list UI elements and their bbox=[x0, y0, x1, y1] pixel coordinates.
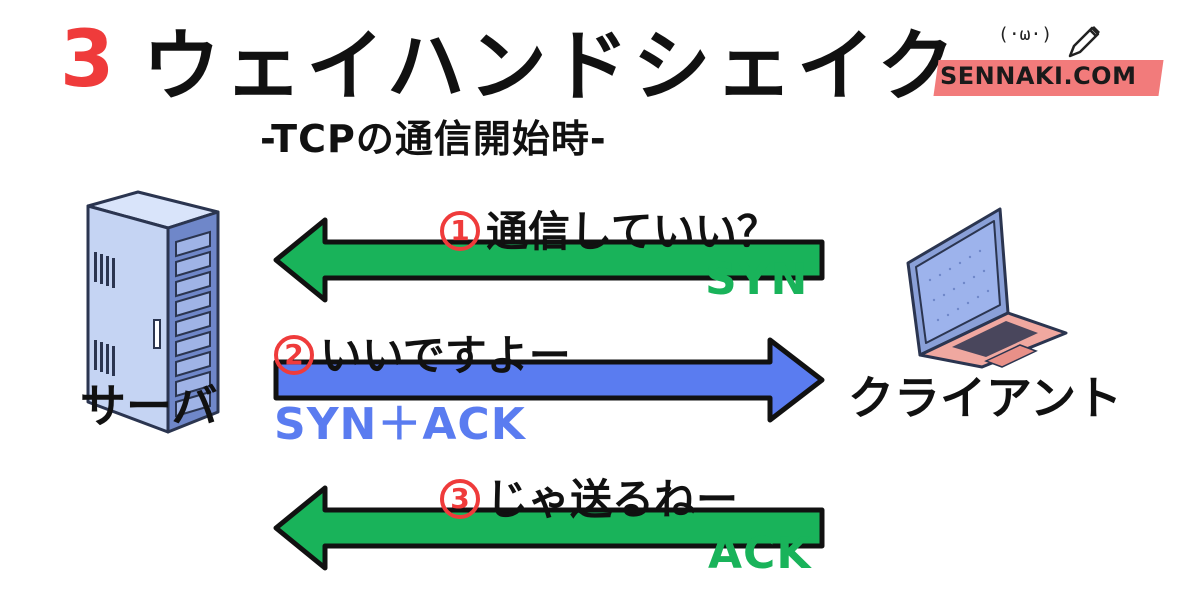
client-label: クライアント bbox=[848, 371, 1123, 425]
laptop-icon bbox=[906, 207, 1068, 369]
arrow-step-2 bbox=[273, 337, 825, 423]
step-1-flag: SYN bbox=[705, 254, 809, 305]
step-2-flag: SYN＋ACK bbox=[274, 399, 526, 450]
step-2-number: 2 bbox=[274, 334, 314, 375]
server-label: サーバ bbox=[80, 379, 218, 433]
arrow-step-3 bbox=[273, 485, 825, 571]
step-2-text: いいですよー bbox=[320, 331, 571, 380]
step-3-flag: ACK bbox=[708, 528, 812, 579]
title-number: 3 bbox=[60, 15, 119, 105]
step-3-text: じゃ送るねー bbox=[486, 475, 739, 524]
brand-logo: (·ω·) SENNAKI.COM bbox=[918, 22, 1168, 112]
step-1-number: 1 bbox=[440, 210, 480, 251]
brand-name: SENNAKI.COM bbox=[940, 62, 1137, 90]
page-subtitle: -TCPの通信開始時- bbox=[260, 117, 607, 161]
pen-icon bbox=[1068, 26, 1100, 58]
step-3-number: 3 bbox=[440, 478, 480, 519]
step-1-text: 通信していい？ bbox=[486, 207, 779, 256]
title-text: ウェイハンドシェイク bbox=[142, 22, 960, 112]
server-rack-icon bbox=[86, 190, 220, 434]
brand-face: (·ω·) bbox=[998, 24, 1053, 45]
arrow-step-1 bbox=[273, 217, 825, 303]
page-title: 3 ウェイハンドシェイク bbox=[60, 10, 959, 112]
